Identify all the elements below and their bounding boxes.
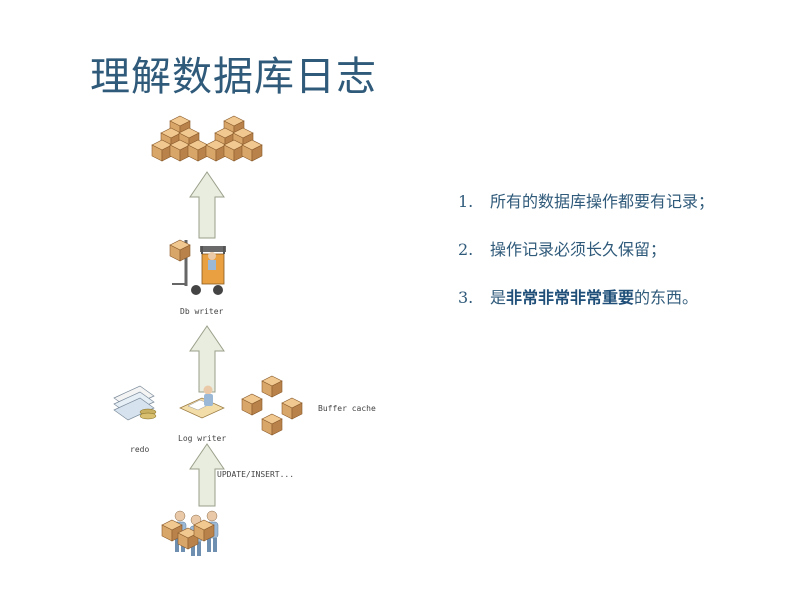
people-icon — [161, 510, 219, 557]
arrow-up-top — [189, 171, 225, 239]
documents-icon — [113, 385, 157, 421]
box-stack-icon — [205, 115, 263, 162]
key-points-list: 1.所有的数据库操作都要有记录； 2.操作记录必须长久保留； 3.是非常非常非常… — [458, 188, 788, 332]
forklift-icon — [169, 239, 226, 295]
list-item: 2.操作记录必须长久保留； — [458, 240, 667, 259]
box-icon — [261, 413, 283, 436]
box-icon — [281, 397, 303, 420]
log-writer-label: Log writer — [178, 434, 227, 443]
arrow-up-middle — [189, 325, 225, 393]
page-title: 理解数据库日志 — [90, 54, 377, 100]
arrow-up-bottom — [189, 443, 225, 507]
buffer-cache-label: Buffer cache — [318, 404, 376, 413]
emphasis-text: 非常非常非常重要 — [506, 288, 635, 307]
box-icon — [261, 375, 283, 398]
list-item: 1.所有的数据库操作都要有记录； — [458, 192, 715, 211]
list-item: 3.是非常非常非常重要的东西。 — [458, 288, 699, 307]
box-icon — [241, 393, 263, 416]
worker-desk-icon — [179, 385, 225, 419]
redo-label: redo — [130, 445, 150, 454]
update-insert-label: UPDATE/INSERT... — [217, 470, 295, 479]
db-writer-label: Db writer — [180, 307, 224, 316]
box-stack-icon — [151, 115, 209, 162]
